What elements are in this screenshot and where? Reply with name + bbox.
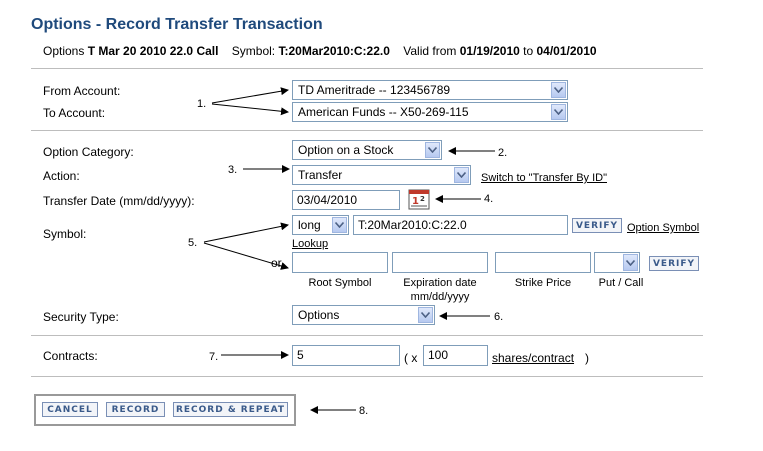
contracts-input[interactable]: 5 — [292, 345, 400, 366]
symbol-value: T:20Mar2010:C:22.0 — [278, 44, 390, 58]
divider — [31, 335, 703, 336]
chevron-down-icon[interactable] — [332, 217, 347, 233]
cancel-button[interactable]: CANCEL — [42, 402, 98, 417]
lookup-link[interactable]: Lookup — [292, 238, 329, 250]
from-account-select[interactable]: TD Ameritrade -- 123456789 — [292, 80, 568, 100]
chevron-down-icon[interactable] — [418, 307, 433, 323]
valid-from-label: Valid from — [403, 44, 457, 58]
options-value: T Mar 20 2010 22.0 Call — [87, 44, 219, 58]
root-symbol-label: Root Symbol — [308, 277, 372, 289]
strike-price-label: Strike Price — [514, 277, 572, 289]
to-account-select[interactable]: American Funds -- X50-269-115 — [292, 102, 568, 122]
to-account-label: To Account: — [43, 106, 106, 120]
put-call-label: Put / Call — [598, 277, 644, 289]
strike-price-input[interactable] — [495, 252, 591, 273]
expiration-date-input[interactable] — [392, 252, 488, 273]
switch-transfer-by-id-link[interactable]: Switch to "Transfer By ID" — [481, 172, 607, 184]
action-label: Action: — [43, 169, 80, 183]
arrow-icon — [211, 87, 289, 104]
from-account-label: From Account: — [43, 84, 121, 98]
multiplier-suffix: ) — [585, 351, 589, 365]
put-call-select[interactable] — [594, 252, 640, 273]
option-symbol-link[interactable]: Option Symbol — [627, 222, 700, 234]
calendar-icon[interactable]: 1 2 — [408, 188, 430, 210]
option-category-select[interactable]: Option on a Stock — [292, 140, 442, 160]
action-value: Transfer — [298, 168, 343, 182]
verify-button-2[interactable]: VERIFY — [649, 256, 699, 271]
chevron-down-icon[interactable] — [551, 104, 566, 120]
annotation-5: 5. — [188, 237, 198, 249]
annotation-3: 3. — [228, 164, 238, 176]
annotation-4: 4. — [484, 193, 494, 205]
shares-contract-link[interactable]: shares/contract — [492, 351, 575, 365]
position-select[interactable]: long — [292, 215, 349, 235]
to-label: to — [523, 44, 534, 58]
contracts-label: Contracts: — [43, 349, 98, 363]
chevron-down-icon[interactable] — [425, 142, 440, 158]
option-category-value: Option on a Stock — [298, 143, 394, 157]
action-button-group — [34, 394, 296, 426]
action-select[interactable]: Transfer — [292, 165, 471, 185]
security-type-label: Security Type: — [43, 310, 119, 324]
chevron-down-icon[interactable] — [454, 167, 469, 183]
svg-text:1: 1 — [412, 196, 419, 207]
symbol-input[interactable]: T:20Mar2010:C:22.0 — [353, 215, 568, 235]
valid-to-date: 04/01/2010 — [536, 44, 597, 58]
option-category-label: Option Category: — [43, 145, 134, 159]
arrow-icon — [203, 242, 289, 270]
verify-button[interactable]: VERIFY — [572, 218, 622, 233]
page-title: Options - Record Transfer Transaction — [31, 16, 323, 33]
svg-text:2: 2 — [420, 195, 425, 203]
options-label: Options — [43, 44, 85, 58]
expiration-format-label: mm/dd/yyyy — [410, 291, 470, 303]
divider — [31, 376, 703, 377]
multiplier-prefix: ( x — [404, 351, 418, 365]
security-type-select[interactable]: Options — [292, 305, 435, 325]
transfer-date-label: Transfer Date (mm/dd/yyyy): — [43, 194, 195, 208]
or-label: or — [271, 256, 282, 270]
option-info-line: Options T Mar 20 2010 22.0 Call Symbol: … — [43, 44, 597, 58]
annotation-1: 1. — [197, 98, 207, 110]
shares-per-contract-input[interactable]: 100 — [423, 345, 488, 366]
root-symbol-input[interactable] — [292, 252, 388, 273]
divider — [31, 68, 703, 69]
symbol-label: Symbol: — [231, 44, 276, 58]
chevron-down-icon[interactable] — [551, 82, 566, 98]
valid-from-date: 01/19/2010 — [459, 44, 520, 58]
annotation-6: 6. — [494, 311, 504, 323]
annotation-8: 8. — [359, 405, 369, 417]
expiration-date-label: Expiration date — [403, 277, 477, 289]
position-value: long — [298, 218, 321, 232]
arrow-icon — [203, 222, 289, 243]
from-account-value: TD Ameritrade -- 123456789 — [298, 83, 451, 97]
to-account-value: American Funds -- X50-269-115 — [298, 105, 469, 119]
record-button[interactable]: RECORD — [106, 402, 165, 417]
annotation-7: 7. — [209, 351, 219, 363]
chevron-down-icon[interactable] — [623, 254, 638, 271]
record-repeat-button[interactable]: RECORD & REPEAT — [173, 402, 288, 417]
transfer-date-input[interactable]: 03/04/2010 — [292, 190, 400, 210]
symbol-label: Symbol: — [43, 227, 87, 241]
arrow-icon — [211, 103, 289, 116]
security-type-value: Options — [298, 308, 340, 322]
divider — [31, 130, 703, 131]
annotation-2: 2. — [498, 147, 508, 159]
